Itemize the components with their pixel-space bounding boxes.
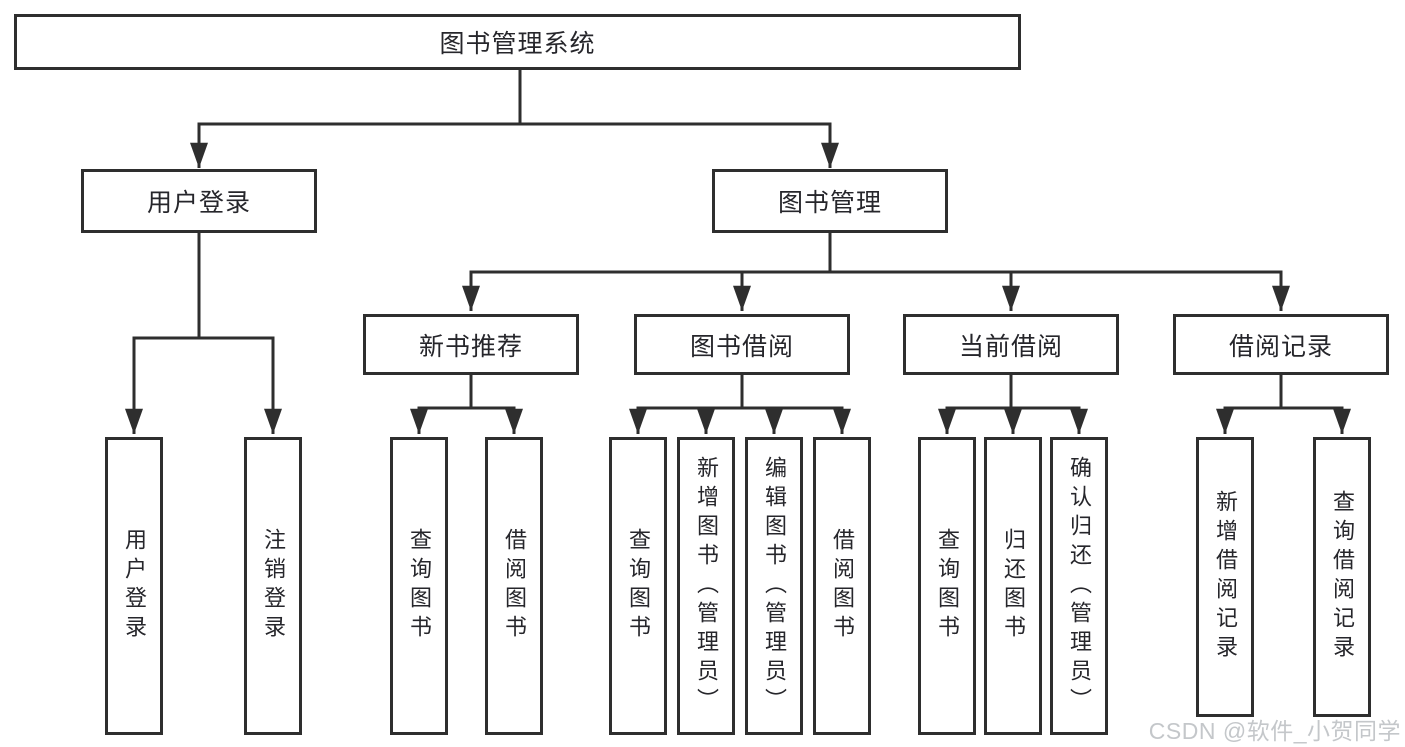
leaf-return-book: 归还图书 (984, 437, 1042, 735)
node-library-management-system: 图书管理系统 (14, 14, 1021, 70)
leaf-query-books-recommend: 查询图书 (390, 437, 448, 735)
leaf-borrow-books-borrow: 借阅图书 (813, 437, 871, 735)
node-borrowing-records: 借阅记录 (1173, 314, 1389, 375)
leaf-confirm-return-admin: 确认归还（管理员） (1050, 437, 1108, 735)
leaf-add-book-admin: 新增图书（管理员） (677, 437, 735, 735)
leaf-query-borrow-record: 查询借阅记录 (1313, 437, 1371, 717)
leaf-borrow-books-recommend: 借阅图书 (485, 437, 543, 735)
node-book-management: 图书管理 (712, 169, 948, 233)
leaf-query-books-current: 查询图书 (918, 437, 976, 735)
leaf-logout: 注销登录 (244, 437, 302, 735)
leaf-add-borrow-record: 新增借阅记录 (1196, 437, 1254, 717)
leaf-edit-book-admin: 编辑图书（管理员） (745, 437, 803, 735)
node-user-login: 用户登录 (81, 169, 317, 233)
leaf-query-books-borrow: 查询图书 (609, 437, 667, 735)
csdn-watermark: CSDN @软件_小贺同学 (1148, 718, 1401, 744)
node-book-borrowing: 图书借阅 (634, 314, 850, 375)
leaf-user-login: 用户登录 (105, 437, 163, 735)
node-new-book-recommendation: 新书推荐 (363, 314, 579, 375)
node-current-borrowing: 当前借阅 (903, 314, 1119, 375)
